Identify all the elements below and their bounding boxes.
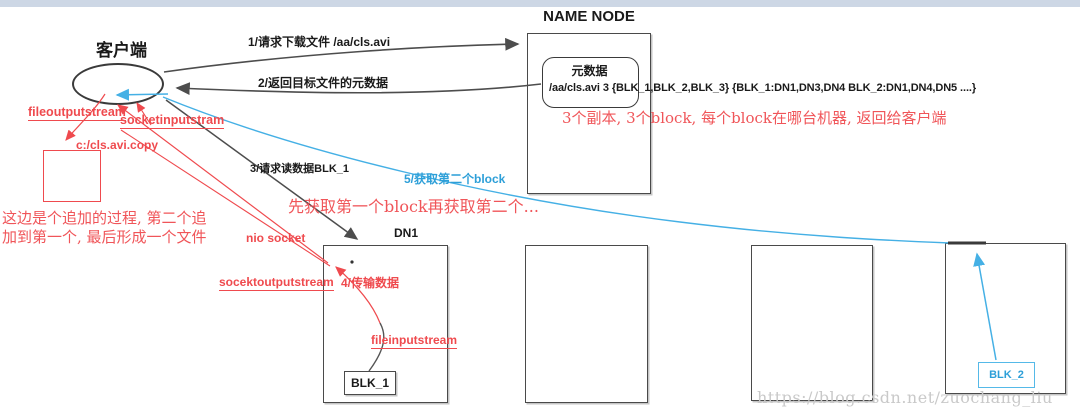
append-note-line1: 这边是个追加的过程, 第二个追 [2,209,207,227]
line-nio-socket [120,129,331,267]
socektoutputstream-label: socektoutputstream [219,275,334,291]
arrow-label-step1: 1/请求下载文件 /aa/cls.avi [248,35,391,49]
nio-socket-label: nio socket [246,231,306,245]
client-title: 客户端 [96,41,147,60]
datanode1-box [323,245,448,403]
curve-step5 [162,96,951,244]
arrow-blue-client [115,88,169,101]
datanode4-box [945,243,1066,394]
leader-socketinputstram [136,102,152,126]
dn1-label: DN1 [394,226,419,240]
arrow-socket-return [117,104,329,264]
blk1-label: BLK_1 [350,376,389,390]
top-bar [0,0,1080,7]
arrow-label-step2: 2/返回目标文件的元数据 [258,76,389,90]
metadata-line: /aa/cls.avi 3 {BLK_1,BLK_2,BLK_3} {BLK_1… [549,82,977,94]
arrow-step2 [175,82,542,95]
dn1-dot [350,260,354,264]
arrow-fileoutputstream [65,93,106,141]
arrow-step3 [165,99,359,240]
file-copy-path-label: c:/cls.avi.copy [76,138,159,152]
namenode-box [527,33,651,194]
metadata-title: 元数据 [571,64,608,78]
arrow-label-step4: 4/传输数据 [341,276,400,290]
watermark: https://blog.csdn.net/zuochang_liu [757,388,1053,407]
blk2-label: BLK_2 [989,369,1024,381]
arrow-blk2-up [973,252,997,361]
arrow-label-step5: 5/获取第二个block [404,172,506,186]
datanode3-box [751,245,873,401]
curve-fileinputstream [368,322,385,372]
fileinputstream-label: fileinputstream [371,333,458,349]
client-ellipse [72,63,164,105]
arrow-step1 [163,37,520,73]
metadata-rounded-box [542,57,639,108]
append-note-line2: 加到第一个, 最后形成一个文件 [2,228,207,246]
copy-file-box [43,150,101,202]
fetch-order-note: 先获取第一个block再获取第二个... [288,197,539,216]
append-note: 这边是个追加的过程, 第二个追 加到第一个, 最后形成一个文件 [2,209,207,247]
blk2-box: BLK_2 [978,362,1035,388]
namenode-title: NAME NODE [543,8,635,25]
datanode2-box [525,245,648,403]
fileoutputstream-label: fileoutputstream [28,105,126,121]
arrow-label-step3: 3/请求读数据BLK_1 [250,163,350,175]
blk1-box: BLK_1 [344,371,396,395]
namenode-note: 3个副本, 3个block, 每个block在哪台机器, 返回给客户端 [562,109,947,127]
socketinputstram-label: socketinputstram [120,113,225,129]
arrow-step4 [335,266,381,324]
